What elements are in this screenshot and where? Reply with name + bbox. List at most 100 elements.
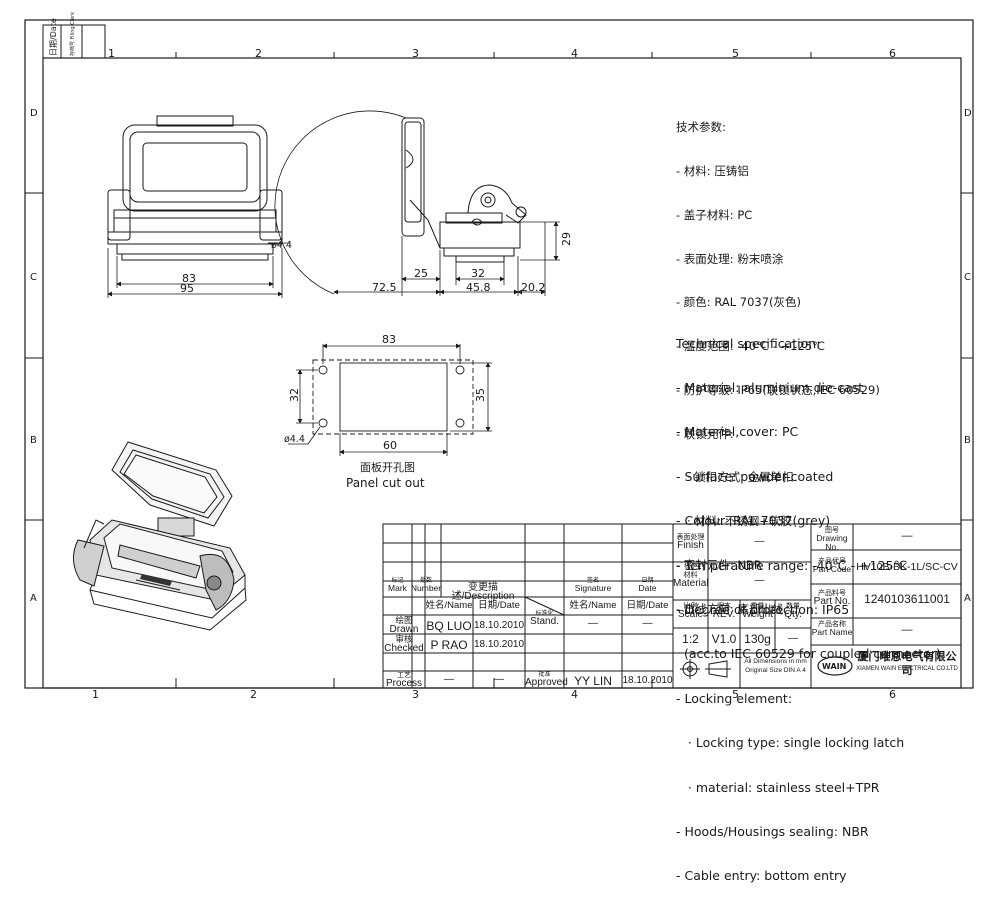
tb-qty-value: — xyxy=(788,633,798,644)
dim-45-8: 45.8 xyxy=(466,281,491,294)
zone-letter-left: B xyxy=(30,435,37,446)
tb-description: 变更描述/Description xyxy=(451,582,515,602)
spec-en-line: - Cable entry: bottom entry xyxy=(676,868,847,884)
dim-72-5: 72.5 xyxy=(372,281,397,294)
spec-cn-line: - 出线方向: 底部出线 xyxy=(676,601,784,616)
tb-part-no-value: 1240103611001 xyxy=(864,592,950,606)
tb-date-header: 日期/Date xyxy=(626,600,669,611)
panel-caption-en: Panel cut out xyxy=(346,476,425,490)
dim-83-panel: 83 xyxy=(382,333,396,346)
tb-scale-value: 1:2 xyxy=(682,632,699,646)
tb-process-name: — xyxy=(444,674,454,685)
spec-en-line: - Temperature range: -40℃ - +125℃ xyxy=(676,557,908,573)
zone-number-bottom: 6 xyxy=(889,688,896,700)
dim-32-panel: 32 xyxy=(288,388,301,402)
spec-cn-line: - 防护等级: IP65(联锁状态,IEC 60529) xyxy=(676,382,880,397)
zone-number-bottom: 1 xyxy=(92,688,99,700)
tb-name-header: 姓名/Name xyxy=(425,600,473,611)
tb-name-header: 姓名/Name xyxy=(569,600,617,611)
zone-number-bottom: 3 xyxy=(412,688,419,700)
spec-cn-line: - 表面处理: 粉末喷涂 xyxy=(676,251,784,266)
tb-drawn-date: 18.10.2010 xyxy=(473,620,525,631)
tb-process-date: — xyxy=(494,674,504,685)
zone-letter-left: A xyxy=(30,593,37,604)
panel-dimensions xyxy=(288,343,492,456)
dim-20-2: 20.2 xyxy=(521,281,546,294)
dim-29: 29 xyxy=(560,232,573,246)
spec-en-line: - Hoods/Housings sealing: NBR xyxy=(676,823,869,839)
zone-letter-right: C xyxy=(964,272,971,283)
spec-en-line: - Degree of protection: IP65 xyxy=(676,601,850,617)
zone-letter-right: D xyxy=(964,108,972,119)
front-dimensions xyxy=(107,242,290,298)
tb-weight-value: 130g xyxy=(744,632,771,646)
tb-checked-date: 18.10.2010 xyxy=(473,639,525,650)
title-block xyxy=(382,523,962,689)
dim-60: 60 xyxy=(383,439,397,452)
technical-drawing: 1 2 3 4 5 6 1 2 3 4 5 6 D C B A D C B A … xyxy=(24,12,974,700)
spec-en-line: - Colour: RAL 7037(grey) xyxy=(676,513,831,529)
dim-25: 25 xyxy=(414,267,428,280)
zone-letter-right: A xyxy=(964,593,971,604)
dim-dia-front: ø4.4 xyxy=(271,240,292,251)
logo-text: WAIN xyxy=(822,662,846,671)
spec-cn-line: - 材料: 压铸铝 xyxy=(676,163,749,178)
front-view xyxy=(107,115,283,261)
spec-en-line: Technical specification: xyxy=(676,335,821,351)
projection-symbol-icon xyxy=(680,659,731,679)
dim-83-front: 83 xyxy=(182,272,196,285)
tb-date-header: 日期/Date xyxy=(478,600,520,611)
tb-approved-name: YY LIN xyxy=(574,674,612,688)
tb-finish-value: — xyxy=(754,536,765,547)
tb-material-value: — xyxy=(754,575,765,586)
zone-letter-left: C xyxy=(30,272,37,283)
tb-checked-name: P RAO xyxy=(430,638,468,652)
panel-cutout xyxy=(312,359,474,435)
tb-stand-date: — xyxy=(642,618,653,629)
spec-cn-line: · 锁扣方式: 金属单扣 xyxy=(676,470,794,485)
isometric-view xyxy=(73,441,247,631)
spec-en-line: (acc.to IEC 60529 for coupled connector) xyxy=(676,646,941,662)
dim-95: 95 xyxy=(180,282,194,295)
side-view xyxy=(274,110,527,295)
tb-part-name-value: — xyxy=(901,624,913,636)
corner-date-label: 日期/Date xyxy=(49,18,58,56)
spec-cn-line: 技术参数: xyxy=(676,120,726,135)
spec-cn-line: - 盖子材料: PC xyxy=(676,207,753,222)
side-dimensions xyxy=(333,221,560,296)
tb-drawing-no-value: — xyxy=(901,530,913,542)
dim-35: 35 xyxy=(474,388,487,402)
dim-dia-panel: ø4.4 xyxy=(284,434,305,445)
panel-caption-cn: 面板开孔图 xyxy=(360,460,415,474)
dim-32-side: 32 xyxy=(471,267,485,280)
zone-number-top: 2 xyxy=(255,47,262,60)
spec-cn-line: - 密封元件: NBR xyxy=(676,558,762,572)
spec-cn-line: - 颜色: RAL 7037(灰色) xyxy=(676,295,802,310)
tb-stand-name: — xyxy=(588,618,598,629)
zone-number-top: 4 xyxy=(571,47,578,60)
tb-company-en: XIAMEN WAIN ELECTRICAL CO.LTD xyxy=(856,666,958,672)
spec-en-line: · material: stainless steel+TPR xyxy=(676,779,880,795)
zone-number-top: 1 xyxy=(108,47,115,60)
tb-approved-date: 18.10.2010 xyxy=(622,675,673,686)
zone-number-top: 5 xyxy=(732,47,739,60)
zone-letter-right: B xyxy=(964,435,971,446)
tb-rev-value: V1.0 xyxy=(711,632,737,646)
iso-text-shading xyxy=(140,574,172,586)
